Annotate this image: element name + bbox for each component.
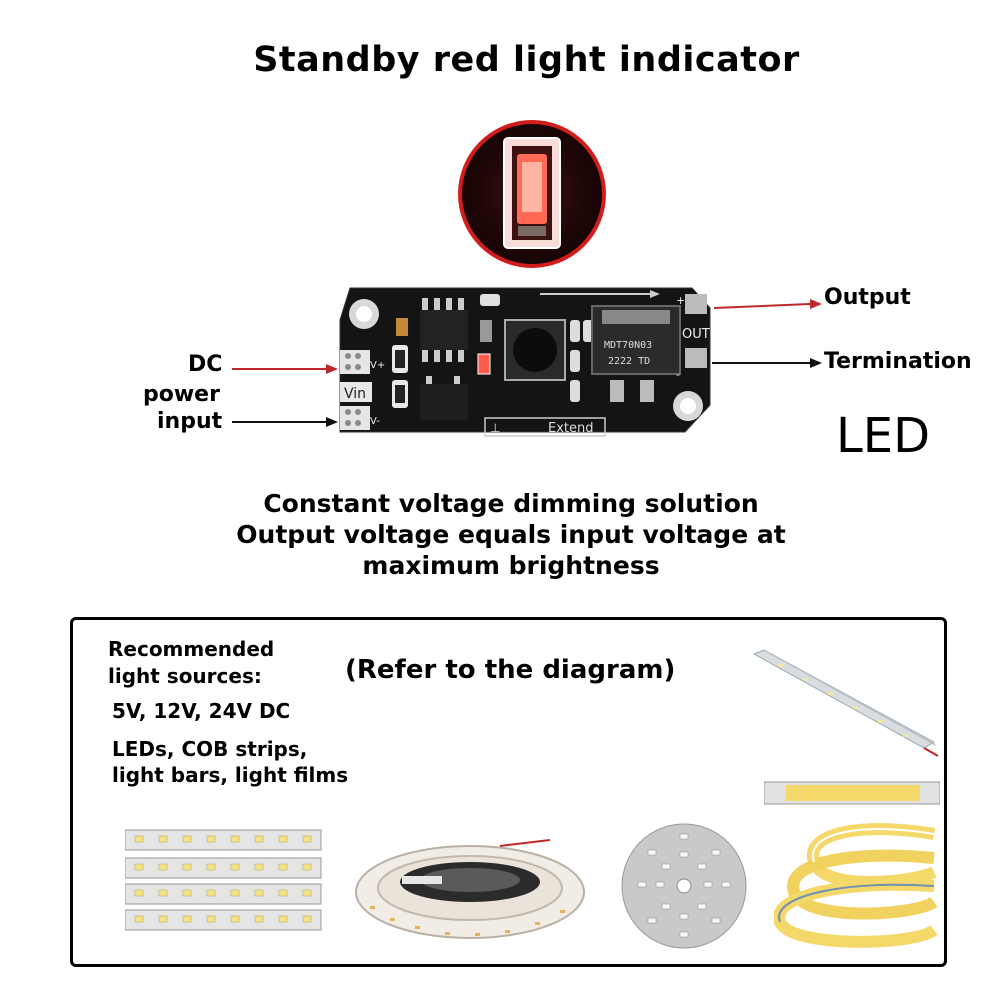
chip-marking: MDT70N03: [604, 340, 652, 351]
extend-silk: Extend: [548, 421, 594, 436]
termination-label: Termination: [824, 349, 972, 374]
recommended-box: [70, 617, 947, 967]
termination-arrow: [712, 358, 822, 368]
led-strip-reel-image: [355, 839, 585, 939]
power-label: power: [143, 382, 220, 407]
dc-label: DC: [188, 352, 223, 377]
recommended-heading-2: light sources:: [108, 664, 262, 688]
description-line: Output voltage equals input voltage at: [236, 520, 786, 549]
dc-arrow: [232, 364, 338, 374]
output-label: Output: [824, 285, 911, 310]
vplus-silk: V+: [370, 360, 385, 371]
output-arrow: [714, 299, 822, 309]
refer-text: (Refer to the diagram): [345, 655, 676, 685]
chip-code: 2222 TD: [608, 356, 650, 367]
input-arrow: [232, 417, 338, 427]
minus-silk: -: [676, 368, 680, 381]
recommended-types-2: light bars, light films: [112, 763, 349, 787]
led-bars-image: [125, 829, 322, 931]
vminus-silk: V-: [370, 416, 380, 427]
recommended-heading-1: Recommended: [108, 637, 275, 661]
recommended-voltages: 5V, 12V, 24V DC: [112, 699, 291, 723]
cob-panel-image: [764, 781, 940, 805]
description-line: maximum brightness: [362, 551, 660, 580]
indicator-zoom-image: [458, 120, 606, 268]
pcb-board-image: Vin V+ V- MDT70N03 2222 TD + - OUT ⊥ Ext…: [339, 287, 711, 437]
cob-strip-coil-image: [774, 823, 938, 948]
plus-silk: +: [676, 294, 685, 307]
light-bar-image: [752, 649, 939, 757]
input-label: input: [157, 409, 223, 434]
gnd-symbol: ⊥: [490, 421, 500, 435]
page-title: Standby red light indicator: [253, 40, 800, 80]
description: Constant voltage dimming solution Output…: [0, 488, 1000, 581]
vin-silk: Vin: [344, 386, 366, 402]
recommended-types-1: LEDs, COB strips,: [112, 737, 308, 761]
led-label: LED: [836, 408, 931, 464]
description-line: Constant voltage dimming solution: [263, 489, 759, 518]
round-led-panel-image: [621, 823, 747, 949]
out-silk: OUT: [682, 327, 710, 342]
